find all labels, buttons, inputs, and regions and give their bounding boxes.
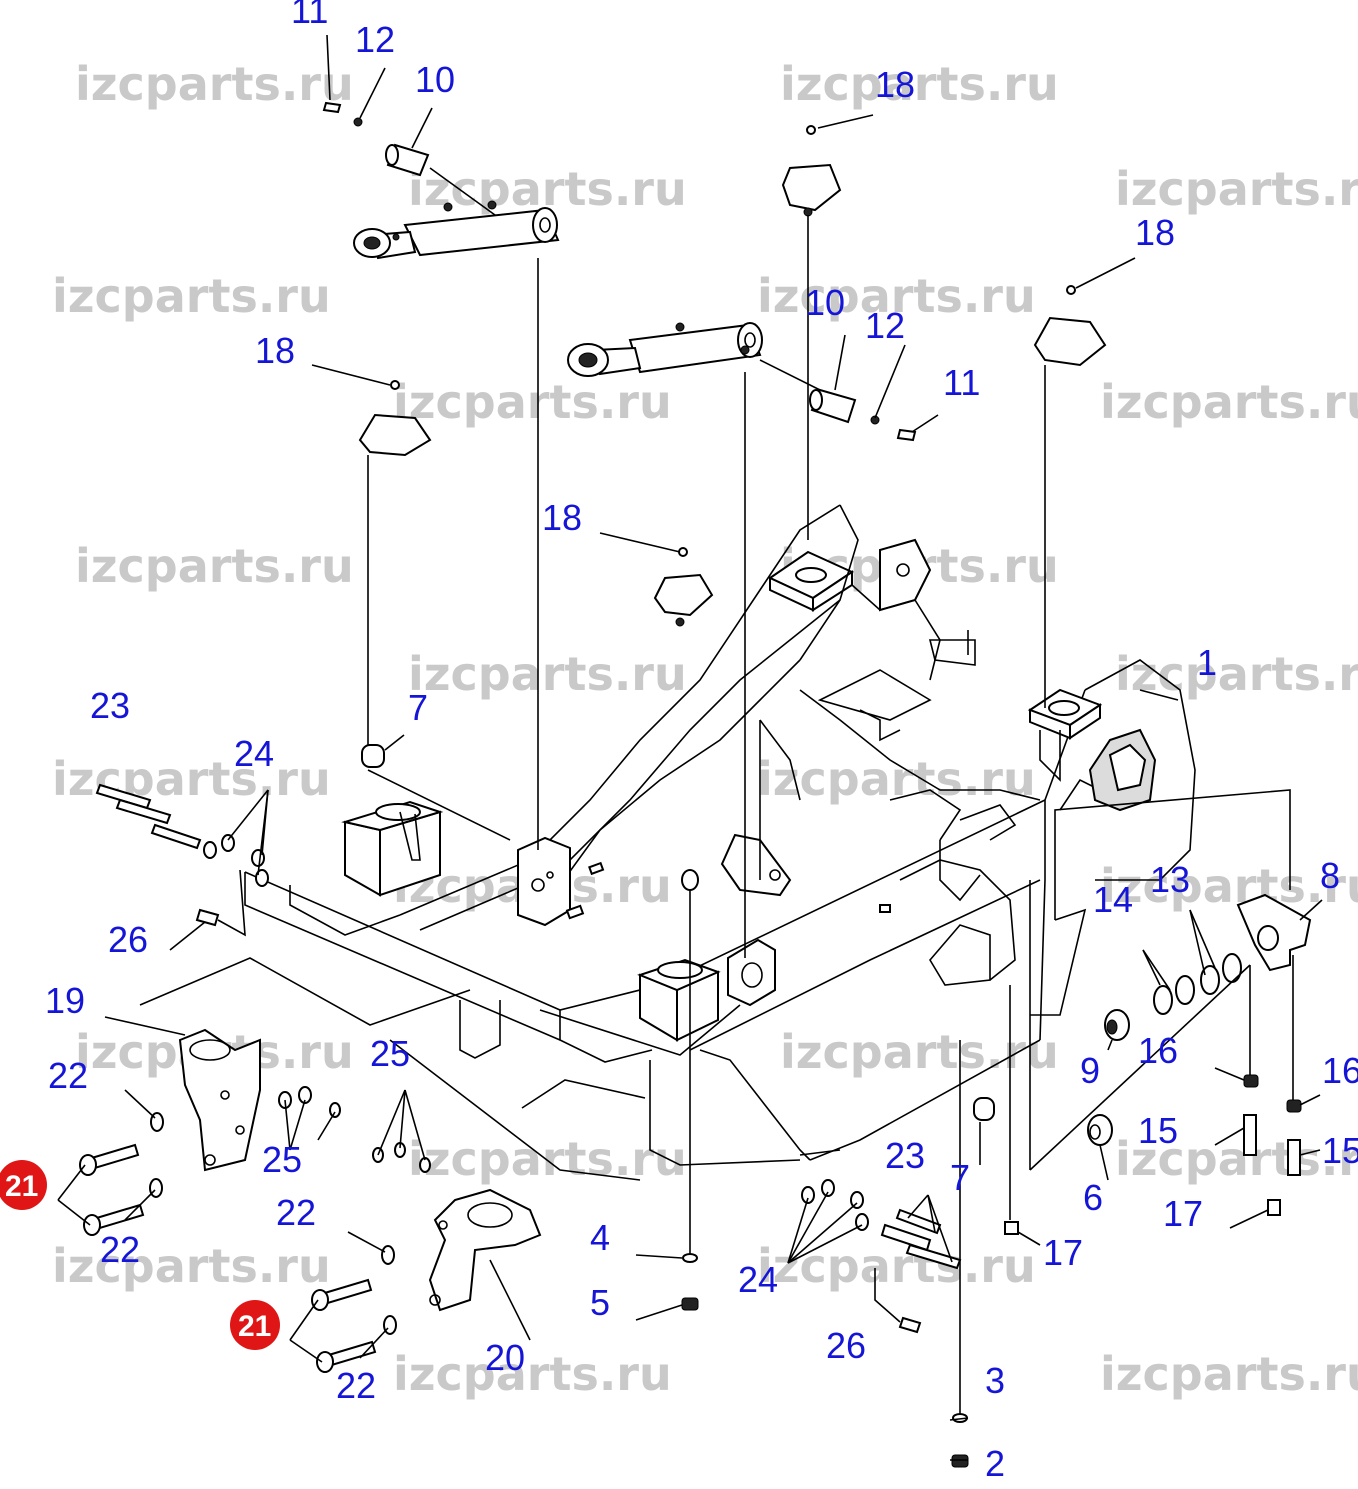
bracket-19 — [178, 1028, 261, 1172]
callout-label: 23 — [90, 685, 130, 726]
watermark-layer: izcparts.ru izcparts.ru izcparts.ru izcp… — [52, 57, 1358, 1401]
callout-label: 4 — [590, 1217, 610, 1258]
callout-label: 10 — [805, 282, 845, 323]
watermark: izcparts.ru — [1100, 859, 1358, 913]
callout-label: 22 — [100, 1229, 140, 1270]
bolt-11-mid — [896, 428, 917, 442]
boom-cylinder-right — [567, 322, 763, 377]
bolts-15-16-17 — [1004, 1074, 1302, 1235]
callout-label: 10 — [415, 59, 455, 100]
bolts-21-22-lower — [311, 1142, 431, 1373]
callout-label-highlighted: 21 — [238, 1310, 271, 1343]
watermark: izcparts.ru — [52, 752, 331, 806]
callout-label-highlighted: 21 — [5, 1170, 38, 1203]
pin-10-top — [385, 143, 430, 177]
callout-label: 2 — [985, 1443, 1005, 1484]
callout-label: 15 — [1322, 1130, 1358, 1171]
callout-label: 11 — [291, 0, 328, 31]
cap-18-top — [781, 125, 842, 217]
callout-label: 22 — [336, 1365, 376, 1406]
cap-18-left — [358, 380, 432, 457]
leader-lines — [57, 34, 1323, 1461]
pin-4-5 — [681, 869, 699, 1311]
callout-label: 12 — [865, 305, 905, 346]
callout-label: 24 — [234, 733, 274, 774]
callout-label: 19 — [45, 980, 85, 1021]
callout-label: 1 — [1197, 642, 1217, 683]
watermark: izcparts.ru — [408, 1132, 687, 1186]
callout-label: 22 — [276, 1192, 316, 1233]
bushing-7-right — [973, 1097, 995, 1121]
callout-label: 18 — [542, 497, 582, 538]
callout-label: 24 — [738, 1259, 778, 1300]
boom-cylinder-left — [353, 200, 560, 260]
callout-label: 15 — [1138, 1110, 1178, 1151]
highlight-circle — [230, 1300, 280, 1350]
bracket-8 — [1236, 893, 1312, 972]
callout-label: 8 — [1320, 855, 1340, 896]
callout-label: 3 — [985, 1360, 1005, 1401]
watermark: izcparts.ru — [757, 269, 1036, 323]
bushing-6 — [1087, 1114, 1113, 1146]
watermark: izcparts.ru — [1115, 647, 1358, 701]
callout-label: 17 — [1163, 1193, 1203, 1234]
watermark: izcparts.ru — [780, 57, 1059, 111]
bolt-11-top — [322, 101, 342, 114]
bracket-20 — [428, 1188, 542, 1312]
callout-label: 16 — [1322, 1050, 1358, 1091]
shims-13-14 — [1153, 953, 1242, 1015]
watermark: izcparts.ru — [408, 162, 687, 216]
watermark: izcparts.ru — [757, 1239, 1036, 1293]
cap-18-center — [653, 547, 714, 627]
callout-label: 16 — [1138, 1030, 1178, 1071]
callout-label: 18 — [255, 330, 295, 371]
callout-label: 12 — [355, 19, 395, 60]
watermark: izcparts.ru — [1100, 375, 1358, 429]
highlight-circle — [0, 1160, 47, 1210]
watermark: izcparts.ru — [75, 57, 354, 111]
callout-label: 25 — [262, 1139, 302, 1180]
callout-label: 11 — [943, 362, 980, 403]
main-frame — [244, 504, 1196, 1166]
callout-label: 26 — [826, 1325, 866, 1366]
watermark: izcparts.ru — [780, 1025, 1059, 1079]
watermark: izcparts.ru — [52, 1239, 331, 1293]
bushing-9 — [1104, 1009, 1130, 1041]
bushing-7-left — [361, 744, 385, 768]
callout-label: 7 — [408, 687, 428, 728]
callout-label: 20 — [485, 1337, 525, 1378]
watermark: izcparts.ru — [393, 375, 672, 429]
callout-label: 5 — [590, 1282, 610, 1323]
callout-label: 13 — [1150, 859, 1190, 900]
callout-label: 26 — [108, 919, 148, 960]
callout-label: 6 — [1083, 1177, 1103, 1218]
watermark: izcparts.ru — [1115, 162, 1358, 216]
watermark: izcparts.ru — [393, 1347, 672, 1401]
bolts-23-24-left — [95, 783, 269, 927]
callout-label: 7 — [950, 1157, 970, 1198]
watermark: izcparts.ru — [52, 269, 331, 323]
watermark: izcparts.ru — [408, 647, 687, 701]
callout-label: 17 — [1043, 1232, 1083, 1273]
watermark: izcparts.ru — [1100, 1347, 1358, 1401]
watermark: izcparts.ru — [75, 539, 354, 593]
callout-label: 25 — [370, 1033, 410, 1074]
pin-10-mid — [809, 388, 857, 424]
washer-12-top — [353, 117, 363, 127]
callout-label: 14 — [1093, 879, 1133, 920]
watermark: izcparts.ru — [1115, 1132, 1358, 1186]
callout-label: 23 — [885, 1135, 925, 1176]
cap-18-right — [1033, 285, 1107, 367]
callout-label: 18 — [1135, 212, 1175, 253]
watermark: izcparts.ru — [757, 752, 1036, 806]
callout-label: 18 — [875, 64, 915, 105]
callout-label: 9 — [1080, 1050, 1100, 1091]
callout-label: 22 — [48, 1055, 88, 1096]
